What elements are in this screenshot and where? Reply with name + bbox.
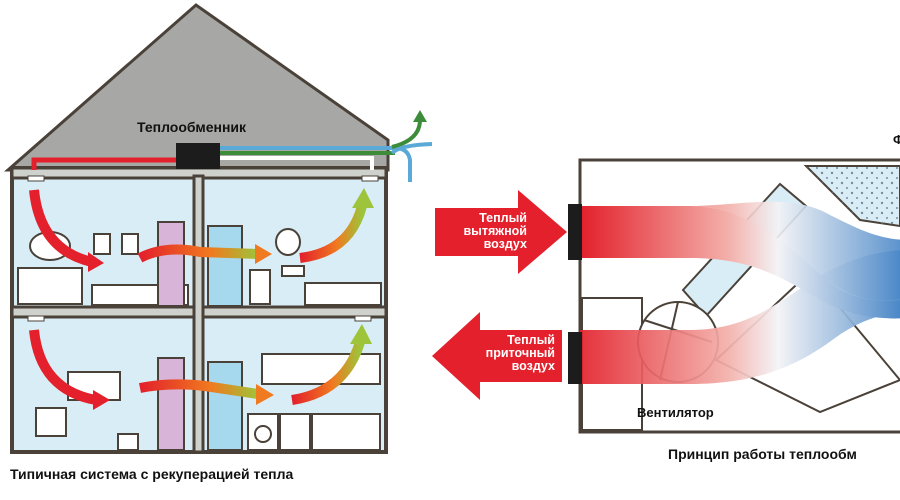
duct-white	[220, 156, 374, 170]
warm-exhaust-line-2: вытяжной	[463, 224, 527, 238]
warm-supply-line-1: Теплый	[507, 333, 555, 347]
inner-wall	[192, 174, 205, 454]
warm-exhaust-line-3: воздух	[483, 237, 527, 251]
furniture	[17, 221, 382, 451]
duct-red	[31, 157, 176, 170]
heat-exchanger-label: Теплообменник	[137, 119, 247, 135]
warm-exhaust-arrow	[435, 190, 567, 274]
exhaust-outlet-arrow	[391, 119, 422, 149]
filter-label: Ф	[893, 132, 900, 147]
upper-airflow	[580, 201, 900, 301]
heat-exchanger-box	[176, 143, 220, 169]
lower-airflow	[580, 250, 900, 384]
warm-exhaust-line-1: Теплый	[479, 211, 527, 225]
warm-supply-line-3: воздух	[511, 359, 555, 373]
warm-supply-arrow	[432, 312, 562, 400]
diffuser	[27, 315, 45, 322]
filter-dots	[806, 166, 900, 226]
exhaust-arrowhead	[413, 110, 427, 122]
duct-port-lower	[568, 332, 582, 384]
house	[4, 3, 433, 454]
diffuser	[27, 175, 45, 182]
principle-caption: Принцип работы теплообм	[668, 446, 857, 462]
room-airflow	[29, 188, 374, 410]
fan-label: Вентилятор	[637, 405, 714, 420]
diffuser	[354, 315, 372, 322]
warm-supply-text: Теплый приточный воздух	[464, 334, 555, 373]
house-caption: Типичная система с рекуперацией тепла	[10, 466, 294, 482]
duct-port-upper	[568, 204, 582, 260]
warm-exhaust-text: Теплый вытяжной воздух	[441, 212, 527, 251]
warm-supply-line-2: приточный	[485, 346, 555, 360]
diffuser	[361, 175, 379, 182]
core-diamond	[714, 270, 900, 414]
fresh-inlet-arrow	[390, 142, 433, 155]
exchanger-unit	[568, 158, 900, 434]
